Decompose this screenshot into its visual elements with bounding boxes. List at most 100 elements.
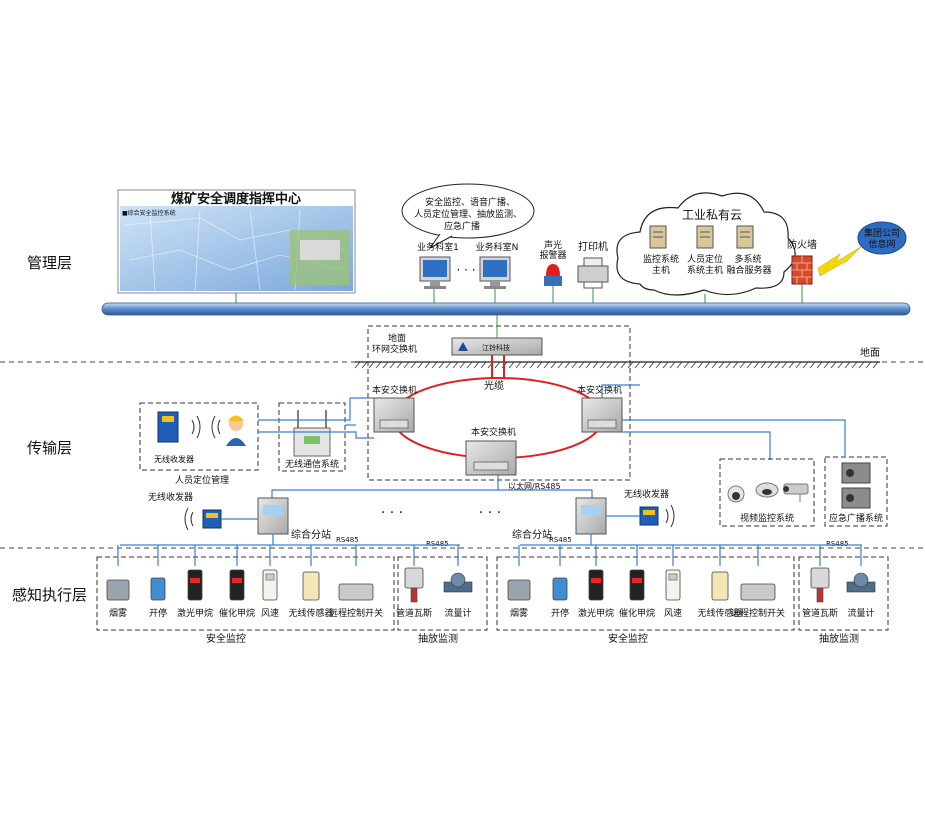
command-center-caption: ■综合安全监控系统 [122,209,176,217]
switch-right-icon [581,397,623,433]
remote-control-switch-sensor-label: 远程控制开关 [731,607,785,619]
catalytic-methane-sensor-icon [229,569,245,601]
ground-line [354,361,880,369]
workstation-n-label: 业务科室N [476,241,519,253]
personnel-area-dashed [139,402,259,471]
switch-bottom-icon [465,440,517,476]
substation-right-icon [575,497,607,535]
drain-group-left-dashed [397,556,488,631]
workstation-dots: · · · [456,263,475,277]
substation-right-receiver-icon [606,506,659,526]
worker-icon [226,415,246,446]
personnel-receiver-label: 无线收发器 [154,454,194,464]
laser-methane-sensor-icon [588,569,604,601]
ring-switch-brand: 江铃科技 [482,343,510,352]
ceiling-camera-icon [755,482,779,498]
wind-speed-sensor-label: 风速 [664,608,682,619]
alarm-siren-icon [544,264,562,286]
broadcast-label: 应急广播系统 [829,512,883,524]
smoke-sensor-label: 烟雾 [109,607,127,619]
laser-methane-sensor-label: 激光甲烷 [578,607,614,619]
pipeline-gas-sensor-label: 管道瓦斯 [396,607,432,619]
pipeline-gas-sensor-label: 管道瓦斯 [802,607,838,619]
catalytic-methane-sensor-label: 催化甲烷 [619,607,655,619]
safety-group-right-dashed [496,556,795,631]
drain-group-right-dashed [798,556,889,631]
broadcast-speaker-icon [841,462,871,509]
flow-meter-sensor-icon [846,572,876,593]
ring-area-dashed [367,325,631,481]
wireless-sensor-sensor-label: 无线传感器 [697,607,742,619]
switch-bottom-label: 本安交换机 [471,426,516,438]
firewall-label: 防火墙 [787,238,817,251]
wind-speed-sensor-icon [665,569,681,601]
personnel-receiver-icon [157,411,179,443]
video-area-dashed [719,458,815,527]
layer-label-transport: 传输层 [27,439,72,457]
safety-group-left-dashed [96,556,395,631]
substation-left-receiver-label: 无线收发器 [148,491,193,503]
sensor-bus-left [120,534,460,546]
flow-meter-sensor-icon [443,572,473,593]
cloud-server-3-l2: 融合服务器 [726,264,771,276]
ellipsis-right: · · · [479,505,501,521]
broadcast-area-dashed [824,456,888,527]
remote-control-switch-sensor-label: 远程控制开关 [329,607,383,619]
firewall-icon [791,255,813,285]
wireless-sensor-sensor-icon [711,571,729,601]
group-network-badge [857,221,907,255]
ground-label: 地面 [860,346,880,359]
lightning-icon [817,245,863,277]
catalytic-methane-sensor-icon [629,569,645,601]
substation-right-bus: RS485 [549,536,572,544]
substation-right-signal-icon [665,504,675,528]
group-drain-left: 抽放监测 [418,632,458,645]
group-safety-right: 安全监控 [608,632,648,645]
switch-sensor-label: 开停 [551,607,569,619]
ellipsis-left: · · · [381,505,403,521]
video-label: 视频监控系统 [740,512,794,524]
remote-control-switch-sensor-icon [338,583,374,601]
fiber-label: 光缆 [484,379,504,392]
cloud-server-3-l1: 多系统 [734,253,761,265]
fusion-server-icon [736,225,754,249]
substation-right-receiver-label: 无线收发器 [624,488,669,500]
service-bubble [401,183,535,249]
alarm-label-1: 声光 [544,239,562,251]
workstation-n-monitor-icon [479,256,511,289]
pipeline-gas-sensor-icon [810,567,830,603]
workstation-1-monitor-icon [419,256,451,289]
command-center-title: 煤矿安全调度指挥中心 [171,191,301,207]
sensor-bus-right [520,534,862,546]
substation-left-receiver-icon [202,509,258,529]
substation-left-icon [257,497,289,535]
ring-switch-label-1: 地面 [388,332,406,344]
substation-left-bus: RS485 [336,536,359,544]
printer-icon [577,257,609,289]
management-bus [101,302,911,316]
group-drain-right: 抽放监测 [819,632,859,645]
cloud-server-1-l2: 主机 [652,264,670,276]
transport-connectors [258,384,846,500]
remote-control-switch-sensor-icon [740,583,776,601]
switch-sensor-icon [150,577,166,601]
smoke-sensor-icon [106,579,130,601]
switch-left-icon [373,397,415,433]
wireless-comm-label: 无线通信系统 [285,458,339,470]
smoke-sensor-label: 烟雾 [510,607,528,619]
cloud-server-2-l1: 人员定位 [687,253,723,265]
smoke-sensor-icon [507,579,531,601]
sensor-labels: 烟雾开停激光甲烷催化甲烷风速无线传感器远程控制开关烟雾开停激光甲烷催化甲烷风速无… [109,607,875,619]
sensor-drops [117,545,862,566]
substation-left-signal-icon [184,507,194,531]
switch-left-label: 本安交换机 [372,384,417,396]
layer-label-perception: 感知执行层 [12,586,87,604]
workstation-1-label: 业务科室1 [417,241,459,253]
wireless-comm-area-dashed [278,402,346,472]
bubble-line-2: 人员定位管理、抽放监测、 [414,208,522,220]
printer-label: 打印机 [578,240,608,253]
management-drops [235,284,803,304]
rs485-drain-right-label: RS485 [826,540,849,548]
layer-label-management: 管理层 [27,254,72,272]
